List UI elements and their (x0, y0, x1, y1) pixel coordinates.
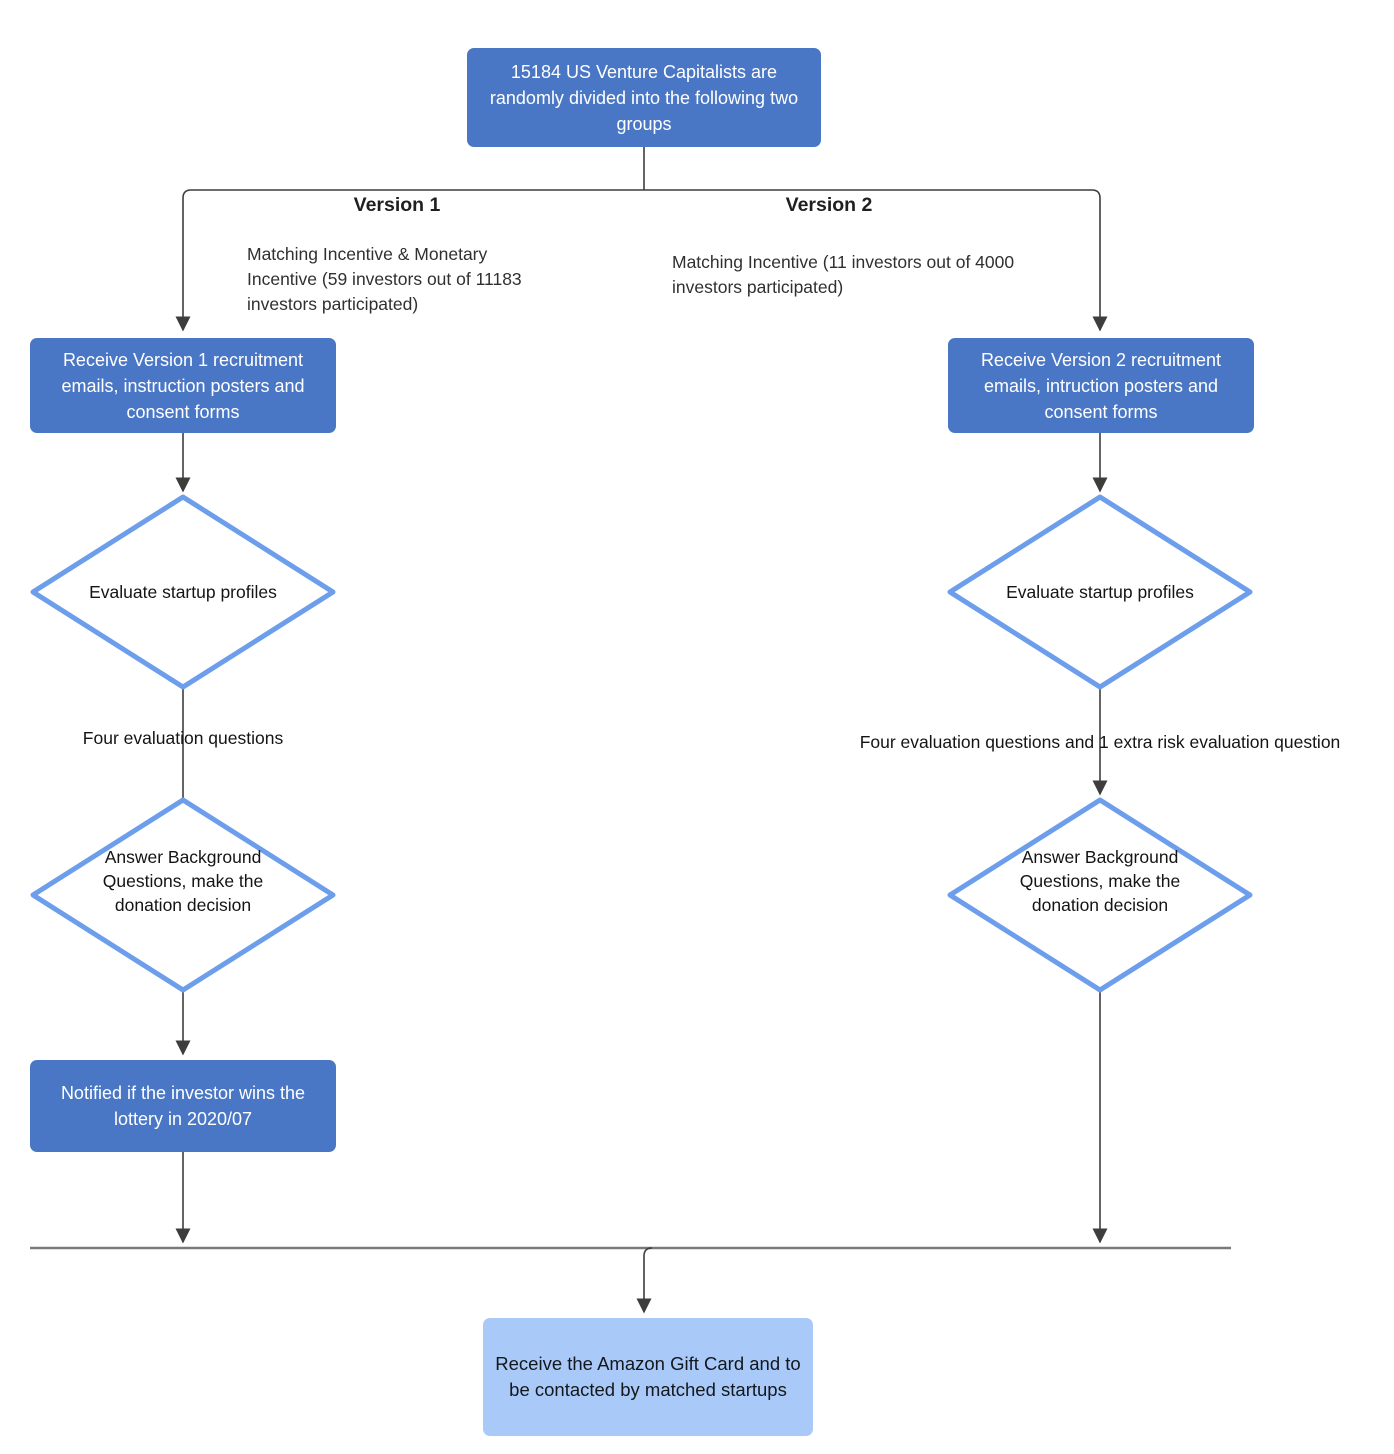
version2-edge-label: Four evaluation questions and 1 extra ri… (859, 732, 1341, 752)
version2-answer-label: Answer Background Questions, make the do… (1019, 847, 1181, 915)
version1-edge-label: Four evaluation questions (82, 728, 284, 748)
edge-merge-to-final (636, 1247, 653, 1314)
version2-title: Version 2 (785, 194, 873, 216)
root-node-label: 15184 US Venture Capitalists are randoml… (489, 61, 799, 134)
version1-notify-label: Notified if the investor wins the lotter… (60, 1083, 306, 1129)
version1-receive-node: Receive Version 1 recruitment emails, in… (30, 338, 336, 433)
diamond-left-evaluate (30, 494, 336, 690)
version1-answer-label: Answer Background Questions, make the do… (102, 847, 264, 915)
version1-title: Version 1 (353, 194, 441, 216)
root-node: 15184 US Venture Capitalists are randoml… (467, 48, 821, 147)
final-node: Receive the Amazon Gift Card and to be c… (483, 1318, 813, 1436)
version2-receive-node: Receive Version 2 recruitment emails, in… (948, 338, 1254, 433)
version2-receive-label: Receive Version 2 recruitment emails, in… (980, 349, 1222, 422)
version1-evaluate-label: Evaluate startup profiles (89, 582, 277, 602)
final-node-label: Receive the Amazon Gift Card and to be c… (495, 1353, 801, 1400)
diamond-left-answer (30, 797, 336, 993)
edge-branch-left (175, 189, 644, 332)
version1-description: Matching Incentive & Monetary Incentive … (247, 244, 522, 314)
version2-description: Matching Incentive (11 investors out of … (672, 252, 1015, 297)
version1-receive-label: Receive Version 1 recruitment emails, in… (61, 349, 305, 422)
edge-branch-right (644, 189, 1108, 332)
diamond-right-evaluate (947, 494, 1253, 690)
diamond-right-answer (947, 797, 1253, 993)
version2-evaluate-label: Evaluate startup profiles (1006, 582, 1194, 602)
version1-notify-node: Notified if the investor wins the lotter… (30, 1060, 336, 1152)
